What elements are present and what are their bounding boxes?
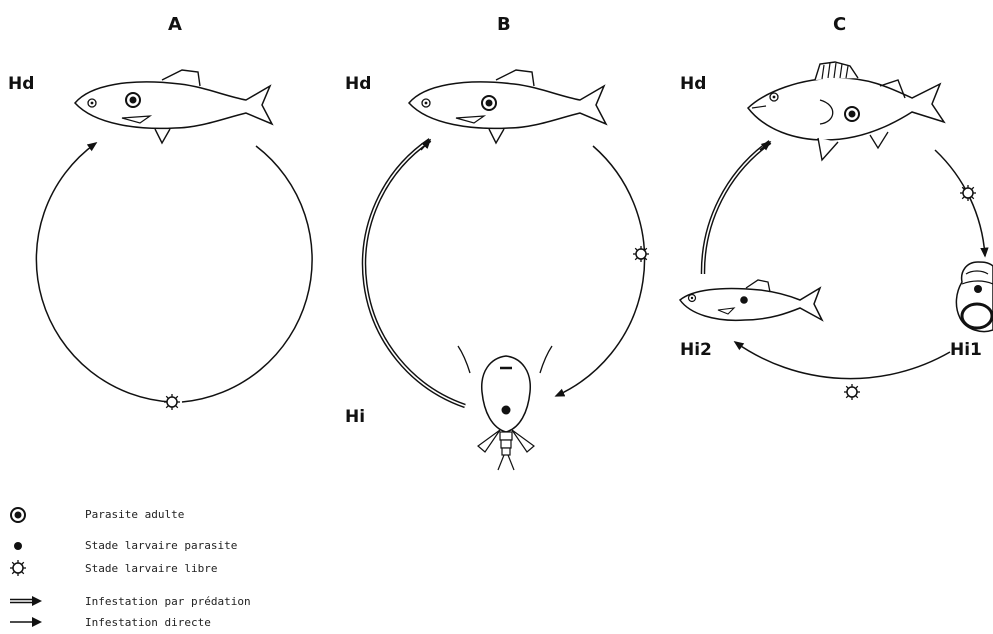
legend-item-larval-parasite: Stade larvaire parasite xyxy=(10,534,237,556)
legend-predation-label: Infestation par prédation xyxy=(85,595,251,608)
panel-c-small-fish-icon xyxy=(680,280,822,320)
panel-b-direct-arrow xyxy=(556,146,645,396)
panel-a-fish-icon xyxy=(75,70,272,143)
panel-a-direct-arrow xyxy=(36,143,172,402)
panel-b-free-larva-icon xyxy=(633,246,649,262)
legend-free-larva-label: Stade larvaire libre xyxy=(85,562,217,575)
legend-item-predation: Infestation par prédation xyxy=(10,590,251,612)
legend-item-adult-parasite: Parasite adulte xyxy=(10,503,184,525)
legend-larval-parasite-label: Stade larvaire parasite xyxy=(85,539,237,552)
legend-adult-parasite-label: Parasite adulte xyxy=(85,508,184,521)
panel-c-perch-icon xyxy=(748,62,944,160)
panel-c-direct-arrow-to-snail xyxy=(935,150,985,256)
panel-a-free-larva-icon xyxy=(164,394,180,410)
panel-a-cycle-arc-right xyxy=(182,146,312,402)
panel-c-cycle xyxy=(703,142,985,400)
panel-c-free-larva-icon-1 xyxy=(960,185,976,201)
panel-c-snail-icon xyxy=(956,262,993,332)
panel-c-direct-arrow-to-fish xyxy=(735,342,950,379)
legend-item-free-larva: Stade larvaire libre xyxy=(10,557,217,579)
panel-b-fish-icon xyxy=(409,70,606,143)
panel-a-cycle xyxy=(36,143,312,410)
legend-item-direct: Infestation directe xyxy=(10,611,211,633)
panel-c-free-larva-icon-2 xyxy=(844,384,860,400)
panel-b-copepod-icon xyxy=(458,346,552,470)
legend-direct-label: Infestation directe xyxy=(85,616,211,629)
